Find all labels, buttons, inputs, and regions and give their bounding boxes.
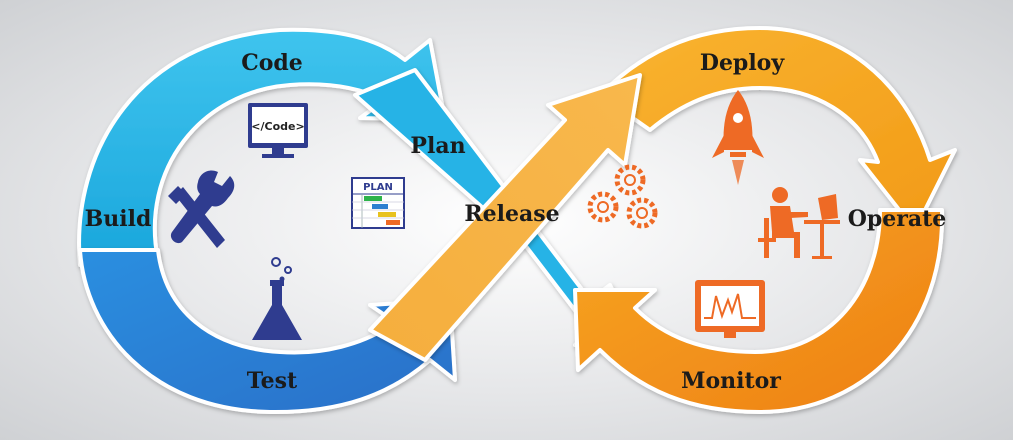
label-plan: Plan [410, 133, 465, 159]
label-release: Release [464, 201, 559, 227]
label-deploy: Deploy [700, 50, 785, 76]
blue-arrow-build-code [77, 27, 447, 267]
rocket-icon [712, 90, 764, 185]
orange-arrow-operate-monitor [573, 208, 945, 414]
label-test: Test [247, 368, 298, 394]
wrench-screwdriver-icon [168, 170, 235, 248]
code-monitor-icon: </Code> [248, 103, 308, 158]
label-code: Code [241, 50, 303, 76]
gears-icon [587, 164, 658, 229]
flask-icon [252, 257, 302, 340]
blue-arrow-test [78, 248, 457, 415]
orange-arrow-release [368, 73, 642, 362]
gears-hub [597, 174, 648, 219]
plan-chart-text: PLAN [363, 182, 393, 193]
label-build: Build [85, 206, 152, 232]
orange-arrow-deploy [598, 26, 957, 232]
monitor-graph-icon [695, 280, 765, 338]
label-monitor: Monitor [681, 368, 781, 394]
label-operate: Operate [848, 206, 947, 232]
plan-chart-icon: PLAN [351, 177, 405, 229]
person-at-computer-icon [758, 187, 840, 259]
code-monitor-text: </Code> [251, 120, 304, 133]
